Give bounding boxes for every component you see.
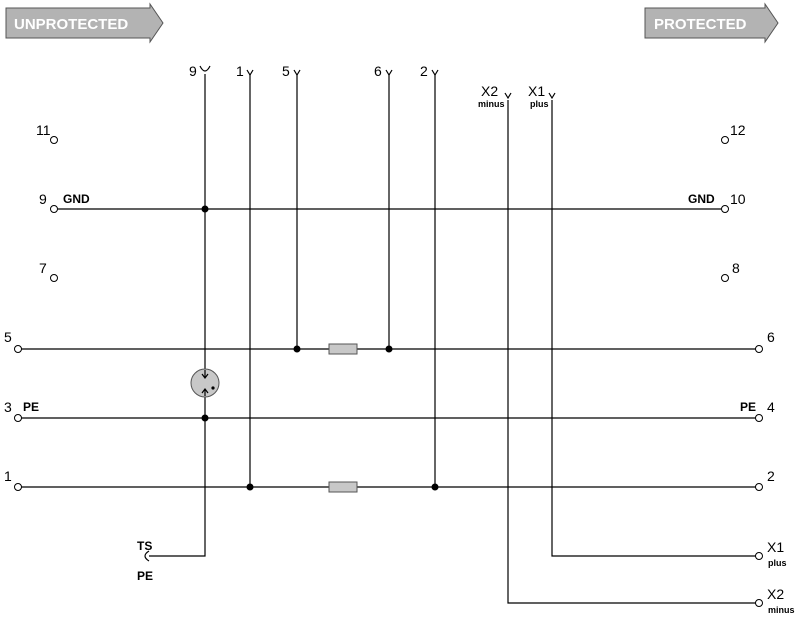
right-terminal-10-signal: GND	[688, 192, 715, 206]
right-terminal-4-label: 4	[767, 399, 775, 415]
contact-9-fork	[199, 65, 211, 72]
right-terminal-12-label: 12	[730, 122, 746, 138]
terminal-circles	[14, 136, 763, 607]
ts-pe-label: PE	[137, 569, 153, 583]
right-terminal-4-signal: PE	[740, 400, 756, 414]
left-terminal-9-label: 9	[39, 191, 47, 207]
junctions	[201, 205, 439, 491]
resistor-upper	[328, 343, 358, 355]
left-terminal-9-signal: GND	[63, 192, 90, 206]
right-terminal-x1-sub: plus	[768, 558, 787, 568]
unprotected-label: UNPROTECTED	[14, 16, 128, 33]
left-terminal-5-label: 5	[4, 329, 12, 345]
x2-wire	[507, 100, 756, 604]
right-terminal-x1-label: X1	[767, 539, 784, 555]
contact-1-fork	[246, 69, 254, 77]
top-contact-5-label: 5	[282, 63, 290, 79]
right-terminal-x2-label: X2	[767, 586, 784, 602]
ts-socket	[144, 550, 150, 562]
unprotected-banner: UNPROTECTED	[5, 2, 164, 44]
left-terminal-1-label: 1	[4, 468, 12, 484]
top-contact-x2-sub: minus	[478, 99, 505, 109]
x1-wire	[551, 100, 756, 557]
right-terminal-6-label: 6	[767, 329, 775, 345]
left-terminal-3-label: 3	[4, 399, 12, 415]
top-contact-x1-sub: plus	[530, 99, 549, 109]
top-contact-9-label: 9	[189, 63, 197, 79]
top-contact-6-label: 6	[374, 63, 382, 79]
ts-wire	[149, 418, 206, 557]
right-terminal-x2-sub: minus	[768, 605, 795, 615]
right-terminal-10-label: 10	[730, 191, 746, 207]
contact-x1-fork	[548, 92, 556, 100]
left-terminal-11-label: 11	[36, 122, 51, 138]
ts-label: TS	[137, 539, 152, 553]
contact-x2-fork	[504, 92, 512, 100]
right-terminal-2-label: 2	[767, 468, 775, 484]
contact-5-fork	[293, 69, 301, 77]
protected-banner: PROTECTED	[644, 2, 779, 44]
left-terminal-7-label: 7	[39, 260, 47, 276]
protected-label: PROTECTED	[654, 16, 747, 33]
top-contact-1-label: 1	[236, 63, 244, 79]
contact-6-fork	[385, 69, 393, 77]
top-contact-2-label: 2	[420, 63, 428, 79]
right-terminal-8-label: 8	[732, 260, 740, 276]
top-contact-x2-label: X2	[481, 83, 498, 99]
top-contact-x1-label: X1	[528, 83, 545, 99]
gas-arrester	[190, 368, 220, 398]
contact-2-fork	[431, 69, 439, 77]
resistor-lower	[328, 481, 358, 493]
left-terminal-3-signal: PE	[23, 400, 39, 414]
